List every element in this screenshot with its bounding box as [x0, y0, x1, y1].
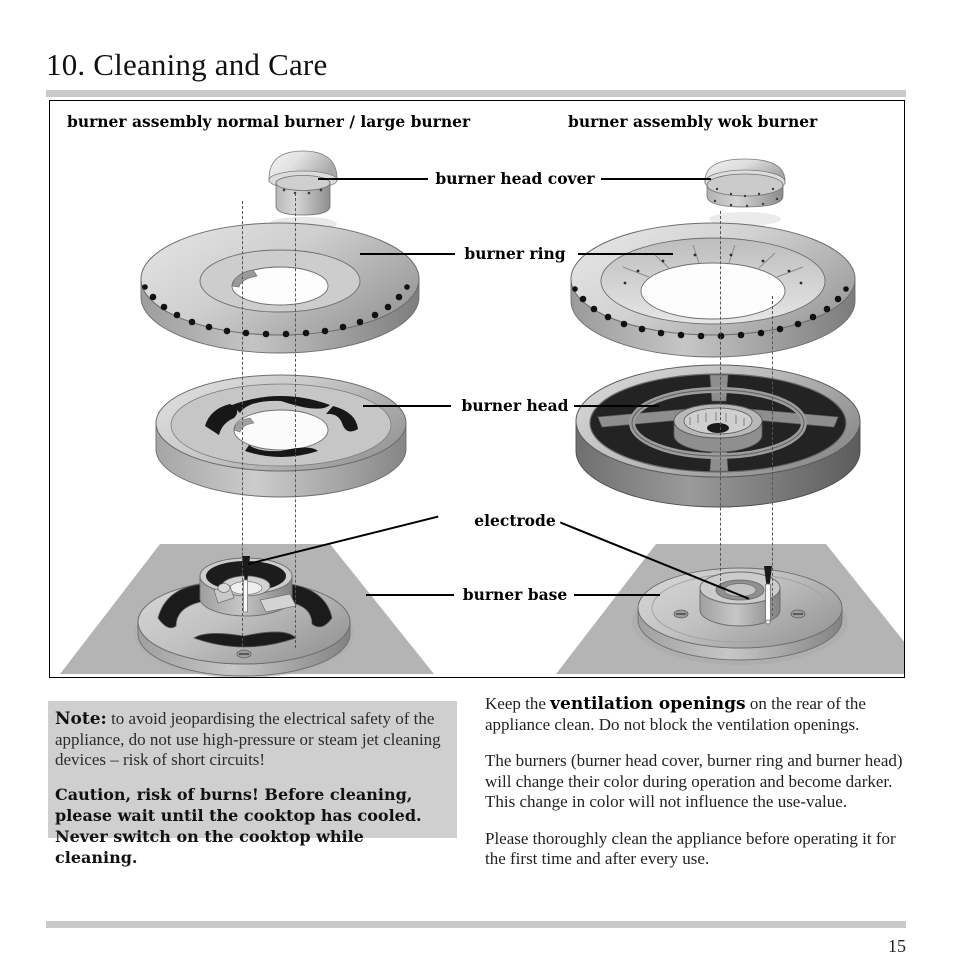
header-rule	[46, 90, 906, 97]
alignment-dash-right-a	[720, 211, 721, 586]
part-burner-base-normal	[60, 544, 434, 677]
ventilation-text-after: on the rear of the appliance clean. Do n…	[485, 694, 866, 734]
alignment-dash-left-a	[242, 201, 243, 646]
exploded-diagram-frame: burner assembly normal burner / large bu…	[49, 100, 905, 678]
figure-heading-wok-burner: burner assembly wok burner	[568, 112, 818, 131]
part-burner-ring-normal	[140, 222, 420, 354]
body-text-column: Keep the ventilation openings on the rea…	[485, 694, 905, 886]
leader-head-cover-left	[318, 178, 428, 180]
leader-ring-left	[360, 253, 455, 255]
note-lead-label: Note:	[55, 709, 107, 729]
label-burner-head: burner head	[456, 396, 574, 415]
leader-base-right	[574, 594, 660, 596]
note-box: Note: to avoid jeopardising the electric…	[48, 701, 457, 867]
paragraph-first-use: Please thoroughly clean the appliance be…	[485, 828, 896, 869]
note-body-text: to avoid jeopardising the electrical saf…	[55, 709, 441, 769]
leader-ring-right	[578, 253, 673, 255]
alignment-dash-right-b	[772, 296, 773, 616]
part-burner-head-wok	[575, 364, 861, 508]
footer-rule	[46, 921, 906, 928]
label-burner-base: burner base	[457, 585, 573, 604]
figure-heading-normal-burner: burner assembly normal burner / large bu…	[67, 112, 471, 131]
label-electrode: electrode	[469, 511, 561, 530]
leader-base-left	[366, 594, 454, 596]
caution-paragraph: Caution, risk of burns! Before cleaning,…	[55, 784, 422, 867]
ventilation-text-before: Keep the	[485, 694, 551, 713]
page-title: 10. Cleaning and Care	[46, 47, 328, 82]
leader-head-left	[363, 405, 451, 407]
part-burner-head-cover-wok	[704, 158, 786, 226]
leader-head-cover-right	[601, 178, 711, 180]
part-burner-base-wok	[556, 544, 904, 674]
part-burner-head-normal	[155, 374, 407, 498]
paragraph-ventilation: Keep the ventilation openings on the rea…	[485, 694, 905, 735]
label-burner-ring: burner ring	[459, 244, 571, 263]
leader-head-right	[574, 405, 659, 407]
part-burner-ring-wok	[570, 222, 856, 358]
ventilation-openings-bold: ventilation openings	[550, 694, 746, 714]
label-burner-head-cover: burner head cover	[430, 169, 600, 188]
page-number: 15	[888, 936, 906, 956]
alignment-dash-left-b	[295, 193, 296, 648]
paragraph-color-change: The burners (burner head cover, burner r…	[485, 751, 903, 811]
note-paragraph: Note: to avoid jeopardising the electric…	[55, 709, 447, 771]
part-burner-head-cover-normal	[268, 150, 338, 231]
